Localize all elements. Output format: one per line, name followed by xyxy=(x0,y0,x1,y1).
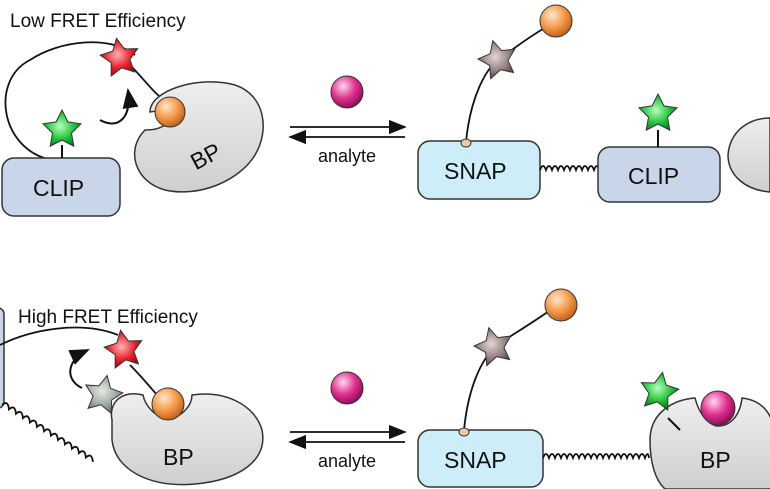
bp-blob-bottom-left: BP xyxy=(110,393,264,486)
linker-star-to-ball xyxy=(129,64,166,101)
spring-linker-bottom-left xyxy=(1,402,94,462)
snap-anchor-top xyxy=(460,138,472,148)
fret-transfer-arrow-bottom xyxy=(68,349,90,389)
orange-ball-bottom-left-icon xyxy=(151,387,185,421)
snap-anchor-bottom xyxy=(458,427,470,437)
bp-label-bottom-right: BP xyxy=(700,447,731,473)
analyte-label-bottom: analyte xyxy=(318,451,376,471)
orange-ball-top-right-icon xyxy=(539,4,573,38)
analyte-ball-bottom-icon xyxy=(330,371,364,405)
green-star-right-icon xyxy=(637,92,679,132)
spring-linker-top xyxy=(539,165,600,173)
analyte-ball-top-icon xyxy=(330,75,364,109)
clip-box-bottom-left-partial xyxy=(0,307,5,409)
green-star-bottom-icon xyxy=(640,371,680,412)
stalk-green-star-bottom xyxy=(667,417,681,431)
clip-label-top-right: CLIP xyxy=(628,163,679,189)
spring-linker-bottom-right xyxy=(542,453,650,461)
red-star-bottom-icon xyxy=(103,329,143,370)
snap-label-top: SNAP xyxy=(444,158,507,184)
mauve-star-top-icon xyxy=(476,39,516,80)
analyte-label-top: analyte xyxy=(318,146,376,166)
gray-star-bottom-icon xyxy=(84,374,124,415)
orange-ball-bottom-right-icon xyxy=(544,288,578,322)
green-star-icon xyxy=(41,108,83,148)
top-panel: Low FRET Efficiency CLIP BP analyte xyxy=(1,4,770,217)
snap-label-bottom: SNAP xyxy=(444,447,507,473)
bottom-panel: High FRET Efficiency BP analyte xyxy=(0,288,770,489)
bottom-title: High FRET Efficiency xyxy=(18,307,198,328)
bp-blob-top-left: BP xyxy=(134,81,264,193)
fret-transfer-arrow-top xyxy=(99,88,139,125)
linker-top-left xyxy=(4,41,136,161)
bp-label-bottom-left: BP xyxy=(163,444,194,470)
clip-label-top-left: CLIP xyxy=(33,175,84,201)
bp-blob-top-right-partial xyxy=(727,117,770,193)
top-title: Low FRET Efficiency xyxy=(10,11,186,32)
analyte-bound-ball-icon xyxy=(700,390,736,426)
snap-box-bottom xyxy=(417,429,544,488)
red-star-icon xyxy=(99,37,139,78)
bp-blob-bottom-right: BP xyxy=(649,397,770,489)
mauve-star-bottom-icon xyxy=(472,326,512,367)
linker-bottom-left xyxy=(0,326,119,346)
orange-ball-top-left-icon xyxy=(154,96,186,128)
